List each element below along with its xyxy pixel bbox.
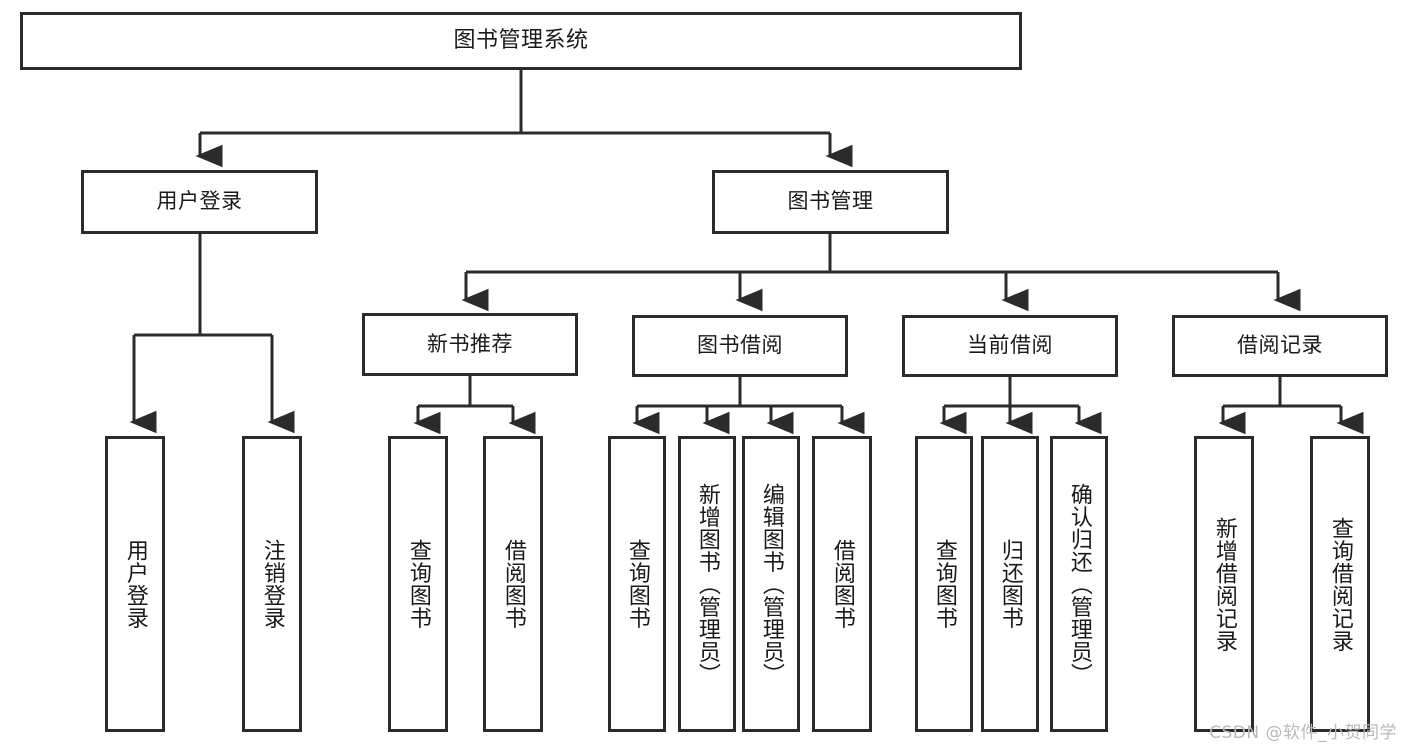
- leaf-label: 查询图书: [624, 539, 650, 629]
- leaf-label: 新增图书（管理员）: [694, 482, 720, 686]
- leaf-confirm-return[interactable]: 确认归还（管理员）: [1050, 436, 1108, 732]
- leaf-label: 用户登录: [122, 539, 148, 629]
- leaf-label: 归还图书: [997, 539, 1023, 629]
- leaf-label: 新增借阅记录: [1211, 516, 1237, 652]
- leaf-label: 借阅图书: [829, 539, 855, 629]
- watermark-text: CSDN @软件_小贺同学: [1209, 723, 1397, 743]
- node-current-borrow[interactable]: 当前借阅: [902, 315, 1118, 377]
- node-root-system[interactable]: 图书管理系统: [20, 12, 1022, 70]
- node-book-management[interactable]: 图书管理: [712, 170, 949, 234]
- leaf-label: 编辑图书（管理员）: [758, 482, 784, 686]
- leaf-label: 查询图书: [405, 539, 431, 629]
- leaf-label: 确认归还（管理员）: [1066, 482, 1092, 686]
- node-borrow-record[interactable]: 借阅记录: [1172, 315, 1388, 377]
- leaf-query-borrow-record[interactable]: 查询借阅记录: [1310, 436, 1370, 732]
- leaf-label: 查询图书: [931, 539, 957, 629]
- leaf-add-book[interactable]: 新增图书（管理员）: [678, 436, 736, 732]
- node-new-book-recommend[interactable]: 新书推荐: [362, 313, 578, 376]
- leaf-label: 借阅图书: [500, 539, 526, 629]
- leaf-query-book-1[interactable]: 查询图书: [388, 436, 448, 732]
- leaf-query-book-3[interactable]: 查询图书: [915, 436, 973, 732]
- leaf-user-login[interactable]: 用户登录: [105, 436, 165, 732]
- leaf-logout[interactable]: 注销登录: [242, 436, 302, 732]
- leaf-label: 注销登录: [259, 539, 285, 629]
- node-user-login[interactable]: 用户登录: [81, 170, 318, 234]
- leaf-add-borrow-record[interactable]: 新增借阅记录: [1194, 436, 1254, 732]
- leaf-edit-book[interactable]: 编辑图书（管理员）: [742, 436, 800, 732]
- leaf-borrow-book-2[interactable]: 借阅图书: [812, 436, 872, 732]
- leaf-return-book[interactable]: 归还图书: [981, 436, 1039, 732]
- leaf-query-book-2[interactable]: 查询图书: [608, 436, 666, 732]
- node-book-borrow[interactable]: 图书借阅: [632, 315, 848, 377]
- leaf-label: 查询借阅记录: [1327, 516, 1353, 652]
- leaf-borrow-book-1[interactable]: 借阅图书: [483, 436, 543, 732]
